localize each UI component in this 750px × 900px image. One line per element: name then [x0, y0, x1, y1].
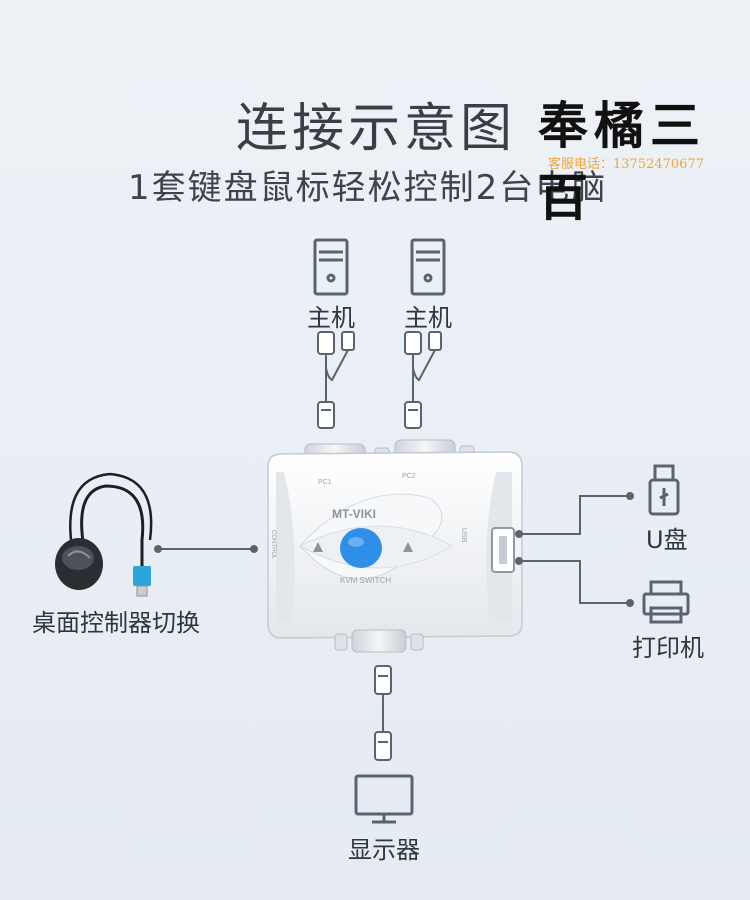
host2-label: 主机: [404, 304, 452, 332]
peripheral-connectors: [154, 492, 634, 607]
monitor-cable-icon: [374, 665, 392, 761]
host2-computer-icon: [410, 238, 446, 296]
hotline-text: 客服电话：13752470677: [548, 153, 704, 172]
kvm-model-text: KVM SWITCH: [340, 576, 391, 585]
kvm-port1-label: PC1: [318, 479, 332, 486]
monitor-icon: [354, 774, 414, 824]
host2-cable-icon: [404, 331, 442, 429]
host1-cable-icon: [317, 331, 355, 429]
kvm-switch-device: [267, 439, 523, 653]
host1-computer-icon: [313, 238, 349, 296]
host1-label: 主机: [307, 304, 355, 332]
printer-icon: [642, 580, 690, 624]
printer-label: 打印机: [632, 634, 704, 662]
monitor-label: 显示器: [348, 836, 420, 864]
usb-drive-icon: [648, 464, 680, 516]
brand-watermark: 奉橘三百: [538, 96, 706, 227]
kvm-port2-label: PC2: [402, 473, 416, 480]
page-subtitle: 1套键盘鼠标轻松控制2台电脑: [128, 168, 608, 208]
kvm-usb-label: USB: [460, 528, 467, 543]
desk-controller-icon: [55, 472, 153, 597]
hotline-number: 13752470677: [613, 157, 704, 172]
hotline-label: 客服电话：: [548, 157, 614, 172]
usb-drive-label: U盘: [646, 526, 688, 554]
page-title: 连接示意图: [236, 99, 517, 159]
desk-controller-label: 桌面控制器切换: [32, 609, 200, 637]
kvm-control-label: CONTROL: [270, 530, 276, 560]
kvm-brand-text: MT-VIKI: [332, 507, 376, 521]
